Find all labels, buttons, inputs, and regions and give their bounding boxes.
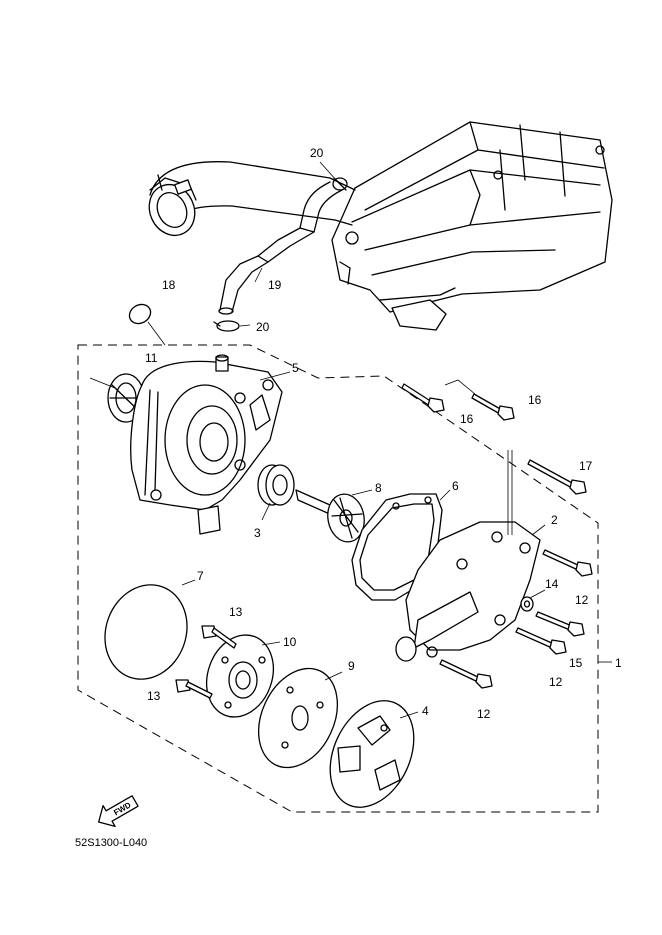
callout-3: 3 [254, 526, 261, 540]
pump-housing [130, 354, 283, 535]
callout-2: 2 [551, 513, 558, 527]
callout-4: 4 [422, 704, 429, 718]
callout-5: 5 [292, 361, 299, 375]
pump-plate [206, 634, 281, 718]
bolt-17 [527, 459, 587, 495]
callout-1: 1 [615, 656, 622, 670]
callout-15: 15 [569, 656, 583, 670]
callout-17: 17 [579, 459, 593, 473]
bolt-15 [535, 611, 585, 637]
callout-13-upper: 13 [229, 605, 243, 619]
cover-plate [329, 700, 419, 808]
diagram-code: 52S1300-L040 [75, 837, 147, 849]
callout-7: 7 [197, 569, 204, 583]
callout-13-lower: 13 [147, 689, 161, 703]
bolt-13-lower [175, 679, 213, 699]
callout-12-top: 12 [575, 593, 589, 607]
callout-20-lower: 20 [256, 320, 270, 334]
fwd-arrow-icon: FWD [98, 795, 139, 828]
bolt-16-left [401, 383, 445, 413]
bolt-13-upper [201, 625, 237, 649]
o-ring-large [104, 579, 196, 680]
callout-14: 14 [545, 577, 559, 591]
hose-clip-upper [332, 177, 348, 191]
pump-cover [395, 450, 546, 662]
callout-16-right: 16 [528, 393, 542, 407]
o-ring-small [128, 303, 166, 346]
thin-plate [258, 667, 343, 769]
bolt-16-right [444, 379, 515, 421]
callout-12-low: 12 [477, 707, 491, 721]
bearing [257, 464, 295, 521]
callout-18: 18 [162, 278, 176, 292]
callout-11: 11 [145, 351, 158, 365]
bolt-12-low [439, 659, 493, 689]
breather-hose [218, 181, 343, 315]
callout-6: 6 [452, 479, 459, 493]
hose-clip-lower [213, 320, 240, 332]
callout-20-upper: 20 [310, 146, 324, 160]
bolt-12-mid [515, 627, 567, 655]
callout-8: 8 [375, 481, 382, 495]
intake-duct [148, 161, 356, 236]
leader-lines [239, 161, 546, 599]
callout-9: 9 [348, 659, 355, 673]
washer [520, 596, 534, 612]
impeller-shaft [295, 489, 373, 543]
callout-16-left: 16 [460, 412, 474, 426]
callout-12-mid: 12 [549, 675, 563, 689]
bolt-12-top [542, 549, 593, 577]
air-cleaner-case [331, 121, 613, 331]
callout-10: 10 [283, 635, 297, 649]
assembly-outline [77, 344, 612, 813]
callout-19: 19 [268, 278, 282, 292]
